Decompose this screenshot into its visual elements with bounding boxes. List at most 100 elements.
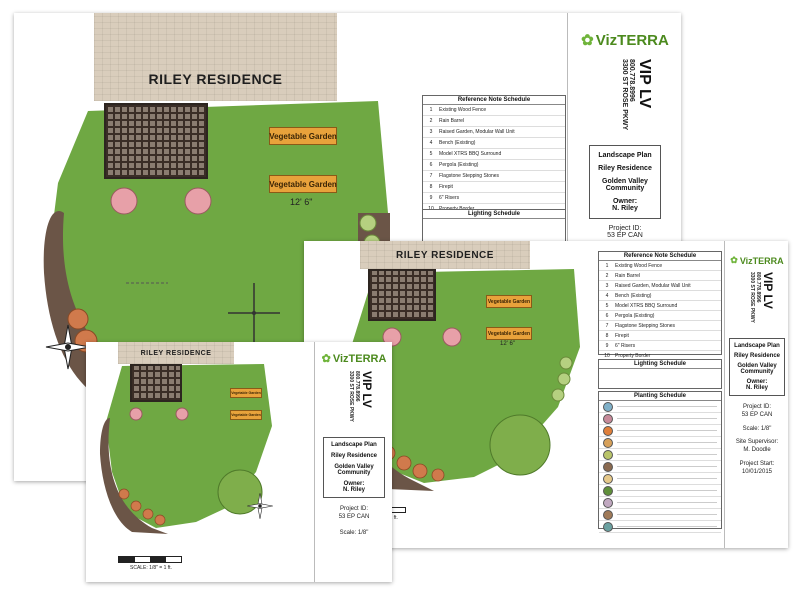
project-info-box: Landscape Plan Riley Residence Golden Va… [589, 145, 661, 219]
planting-row-rule [617, 502, 717, 503]
vegetable-garden-1: Vegetable Garden [486, 295, 532, 308]
lighting-schedule-title: Lighting Schedule [423, 210, 565, 219]
plan-type: Landscape Plan [598, 152, 652, 159]
reference-note-text: Existing Wood Fence [615, 262, 663, 269]
plant-symbol-icon [603, 401, 613, 412]
plant-symbol-icon [603, 449, 613, 460]
residence-label: RILEY RESIDENCE [140, 349, 212, 357]
reference-note-text: Bench (Existing) [615, 292, 652, 299]
start-label: Project Start: [739, 460, 775, 467]
planting-row-rule [617, 514, 717, 515]
reference-note-text: Model XTRS BBQ Surround [439, 151, 502, 157]
vegetable-garden-2: Vegetable Garden [486, 327, 532, 340]
planting-row-rule [617, 406, 717, 407]
reference-note-number: 10 [604, 352, 610, 359]
reference-note-text: Existing Wood Fence [439, 107, 487, 113]
company-phone: 800.778.8996 [755, 272, 761, 303]
project-id-label: Project ID: [742, 404, 771, 410]
plan-sheet-front: RILEY RESIDENCE Vegetable Garden Vegetab… [86, 342, 392, 582]
plant-symbol-icon [603, 437, 613, 448]
reference-note-number: 2 [429, 118, 433, 124]
reference-schedule-title: Reference Note Schedule [423, 96, 565, 105]
planting-row-rule [617, 430, 717, 431]
residence-label: RILEY RESIDENCE [396, 249, 494, 261]
viz-terra-logo: ✿ VizTERRA [730, 255, 783, 266]
pergola [368, 269, 436, 321]
project-info-box: Landscape Plan Riley Residence Golden Va… [729, 338, 785, 396]
plant-symbol-icon [603, 425, 613, 436]
plant-symbol-icon [603, 509, 613, 520]
leaf-icon: ✿ [321, 353, 331, 365]
scale-text: Scale: 1/8" [742, 425, 772, 432]
vegetable-garden-1: Vegetable Garden [269, 127, 337, 145]
project-id-value: 53 EP CAN [607, 232, 643, 239]
planting-row [599, 437, 721, 449]
reference-note-number: 7 [429, 173, 433, 179]
planting-row-rule [617, 478, 717, 479]
reference-note-number: 1 [429, 107, 433, 113]
reference-note-number: 1 [605, 262, 609, 269]
plant-symbol-icon [603, 521, 613, 532]
company-name: VIP LV [360, 371, 374, 408]
planting-schedule-title: Planting Schedule [599, 392, 721, 401]
dimension-label: 12' 6" [290, 197, 313, 207]
planting-row [599, 497, 721, 509]
reference-note-schedule: Reference Note Schedule 1 Existing Wood F… [422, 95, 566, 215]
company-block: VIP LV 800.778.8996 3300 ST ROSE PKWY [737, 272, 777, 338]
reference-note-text: Raised Garden, Modular Wall Unit [615, 282, 691, 289]
plant-symbol-icon [603, 461, 613, 472]
planting-row [599, 413, 721, 425]
reference-note-text: Firepit [439, 184, 453, 190]
scale-text: Scale: 1/8" [339, 529, 369, 536]
house-footprint: RILEY RESIDENCE [118, 342, 234, 364]
planting-row [599, 521, 721, 533]
reference-note-text: Property Border [615, 352, 651, 359]
reference-note-row: 4 Bench (Existing) [423, 138, 565, 149]
logo-text: VizTERRA [332, 352, 387, 365]
plant-symbol-icon [603, 473, 613, 484]
reference-note-number: 4 [605, 292, 609, 299]
planting-row [599, 401, 721, 413]
planting-row [599, 425, 721, 437]
logo-text: VizTERRA [595, 31, 669, 49]
lighting-schedule: Lighting Schedule [598, 359, 722, 389]
reference-note-number: 3 [429, 129, 433, 135]
reference-note-text: Bench (Existing) [439, 140, 476, 146]
reference-note-text: Firepit [615, 332, 629, 339]
planting-row-rule [617, 442, 717, 443]
supervisor-name: M. Doodle [743, 447, 771, 454]
plan-type: Landscape Plan [331, 442, 377, 448]
reference-note-text: Pergola (Existing) [615, 312, 655, 319]
company-block: VIP LV 800.778.8996 3300 ST ROSE PKWY [595, 59, 655, 145]
house-footprint: RILEY RESIDENCE [360, 241, 530, 269]
compass-rose [246, 492, 274, 525]
project-id-value: 53 EP CAN [338, 513, 370, 520]
reference-note-number: 6 [429, 162, 433, 168]
company-address: 3300 ST ROSE PKWY [621, 59, 628, 131]
project-id-label: Project ID: [339, 506, 368, 512]
residence-name: Riley Residence [598, 165, 652, 172]
reference-note-number: 4 [429, 140, 433, 146]
reference-note-number: 8 [429, 184, 433, 190]
residence-name: Riley Residence [330, 453, 378, 459]
planting-row-rule [617, 490, 717, 491]
company-name: VIP LV [636, 59, 653, 109]
company-block: VIP LV 800.778.8996 3300 ST ROSE PKWY [332, 371, 376, 437]
planting-row [599, 473, 721, 485]
title-block: ✿ VizTERRA VIP LV 800.778.8996 3300 ST R… [724, 241, 788, 548]
title-block: ✿ VizTERRA VIP LV 800.778.8996 3300 ST R… [314, 342, 392, 582]
lighting-schedule-title: Lighting Schedule [599, 360, 721, 369]
leaf-icon: ✿ [581, 32, 594, 49]
planting-row [599, 485, 721, 497]
plan-type: Landscape Plan [734, 343, 780, 349]
site-plan-drawing [100, 364, 272, 534]
project-details: Project ID: 53 EP CAN Scale: 1/8" Site S… [736, 404, 778, 477]
project-id: Project ID: 53 EP CAN [607, 225, 643, 239]
